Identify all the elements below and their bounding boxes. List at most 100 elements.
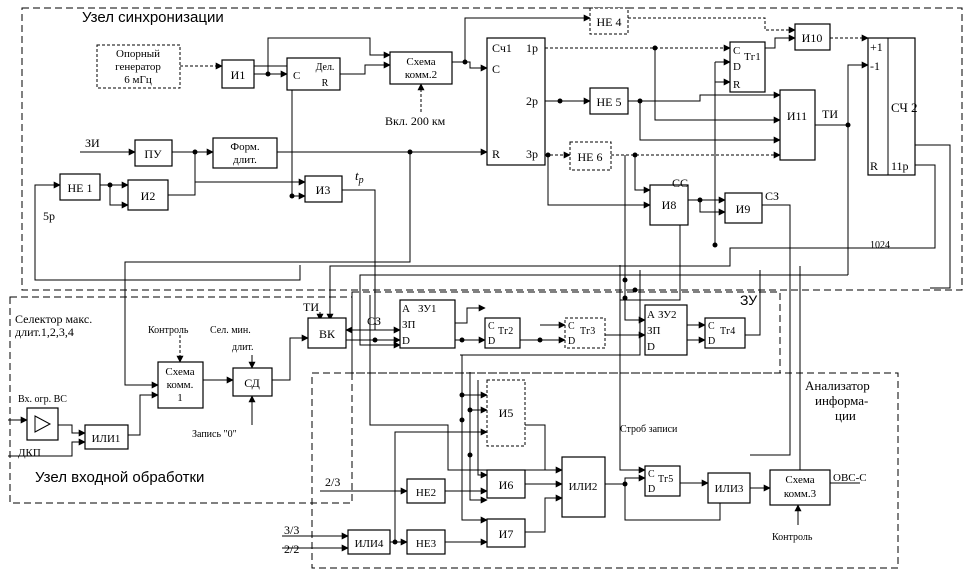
counter-1-3p: 3р xyxy=(526,147,538,161)
label-ss: СС xyxy=(672,176,688,190)
label-sel-min-2: длит. xyxy=(232,342,254,353)
or-1-label: ИЛИ1 xyxy=(92,433,121,445)
trigger-1-d: D xyxy=(733,61,741,73)
label-kontrol-2: Контроль xyxy=(772,532,813,543)
label-in-3-3: 3/3 xyxy=(284,523,299,537)
label-tr-sub: р xyxy=(358,175,364,186)
blocks: Опорный генератор 6 мГц И1 С Дел. R Схем… xyxy=(26,7,918,555)
trigger-5-c: С xyxy=(648,469,655,480)
analyzer-title-2: информа- xyxy=(815,393,868,408)
selector-title-1: Селектор макс. xyxy=(15,312,92,326)
not-3-label: НЕ3 xyxy=(416,538,437,550)
label-sz-zu: СЗ xyxy=(367,314,381,328)
zu-region-title: ЗУ xyxy=(740,292,757,308)
or-2-label: ИЛИ2 xyxy=(569,481,598,493)
region-outlines xyxy=(9,7,963,569)
oscillator-label-1: Опорный xyxy=(116,48,160,60)
analyzer-title-3: ции xyxy=(835,408,856,423)
not-1-label: НЕ 1 xyxy=(68,181,93,195)
counter-2-plus1: +1 xyxy=(870,40,883,54)
trigger-4-block xyxy=(704,317,746,349)
and-8-block xyxy=(649,184,689,226)
trigger-5-d: D xyxy=(648,484,655,495)
switch-3-label-2: комм.3 xyxy=(784,488,817,500)
label-zapis-0: Запись "0" xyxy=(192,429,237,440)
label-5p: 5р xyxy=(43,209,55,223)
and-1-label: И1 xyxy=(231,68,246,82)
memory-2-d: D xyxy=(647,341,655,353)
counter-2-minus1: -1 xyxy=(870,59,880,73)
label-ti-vk: ТИ xyxy=(303,300,319,314)
trigger-3-d: D xyxy=(568,336,575,347)
trigger-2-c: С xyxy=(488,321,495,332)
trigger-1-block xyxy=(729,41,766,93)
trigger-3-c: С xyxy=(568,321,575,332)
memory-1-a: А xyxy=(402,303,410,315)
label-ovs-c: ОВС-С xyxy=(833,472,867,484)
switch-2-label-1: Схема xyxy=(406,56,435,68)
vk-label: ВК xyxy=(319,327,336,341)
divider-label-1: Дел. xyxy=(316,62,335,73)
and-5-block xyxy=(486,379,526,447)
trigger-3-block xyxy=(564,317,606,349)
label-dkp: ДКП xyxy=(18,447,41,459)
trigger-2-block xyxy=(484,317,521,349)
trigger-4-d: D xyxy=(708,336,715,347)
trigger-1-title: Тг1 xyxy=(744,51,761,63)
or-3-label: ИЛИ3 xyxy=(715,483,744,495)
memory-2-title: ЗУ2 xyxy=(658,309,677,321)
counter-1-r: R xyxy=(492,147,500,161)
not-6-block xyxy=(569,141,612,171)
and-7-label: И7 xyxy=(499,527,514,541)
counter-1-2p: 2р xyxy=(526,94,538,108)
memory-1-block xyxy=(399,299,456,349)
not-4-label: НЕ 4 xyxy=(597,15,622,29)
and-6-label: И6 xyxy=(499,478,514,492)
sync-unit-title: Узел синхронизации xyxy=(82,9,224,26)
limiter-amplifier-block xyxy=(26,407,59,441)
oscillator-label-3: 6 мГц xyxy=(124,74,152,86)
trigger-2-title: Тг2 xyxy=(498,326,513,337)
and-11-label: И11 xyxy=(787,109,807,123)
analyzer-region xyxy=(311,372,899,569)
trigger-4-c: С xyxy=(708,321,715,332)
sd-label: СД xyxy=(244,376,260,390)
or-4-label: ИЛИ4 xyxy=(355,538,384,550)
switch-2-label-2: комм.2 xyxy=(405,69,437,81)
input-unit-region xyxy=(9,296,353,504)
and-5-label: И5 xyxy=(499,406,514,420)
switch-3-block xyxy=(769,469,831,506)
divider-c-label: С xyxy=(293,70,300,82)
switch-1-label-1: Схема xyxy=(165,366,194,378)
pulse-former-label-2: длит. xyxy=(233,154,257,166)
trigger-4-title: Тг4 xyxy=(720,326,735,337)
and-2-label: И2 xyxy=(141,189,156,203)
counter-2-11p: 11р xyxy=(891,159,909,173)
switch-1-label-3: 1 xyxy=(177,392,183,404)
signal-labels: Вкл. 200 км ЗИ tр 5р ТИ ТИ СС СЗ СЗ 1024… xyxy=(18,107,890,556)
reference-oscillator-block xyxy=(96,44,181,89)
and-7-block xyxy=(486,518,526,548)
memory-2-a: А xyxy=(647,309,655,321)
counter-2-block xyxy=(867,37,916,176)
and-3-block xyxy=(304,175,343,203)
not-5-label: НЕ 5 xyxy=(597,95,622,109)
selector-title-2: длит.1,2,3,4 xyxy=(15,325,74,339)
memory-2-zp: ЗП xyxy=(647,325,661,337)
and-10-label: И10 xyxy=(802,31,823,45)
and-9-block xyxy=(724,192,763,224)
oscillator-label-2: генератор xyxy=(115,61,161,73)
and-1-block xyxy=(221,59,255,89)
trigger-5-title: Тг5 xyxy=(658,474,673,485)
or-4-block xyxy=(347,529,391,555)
counter-1-title: Сч1 xyxy=(492,41,512,55)
trigger-3-title: Тг3 xyxy=(580,326,595,337)
and-9-label: И9 xyxy=(736,202,751,216)
switch-3-label-1: Схема xyxy=(785,474,814,486)
label-kontrol-1: Контроль xyxy=(148,325,189,336)
input-unit-title: Узел входной обработки xyxy=(35,469,204,486)
label-zi: ЗИ xyxy=(85,136,100,150)
or-3-block xyxy=(707,472,751,504)
memory-2-block xyxy=(644,304,688,356)
